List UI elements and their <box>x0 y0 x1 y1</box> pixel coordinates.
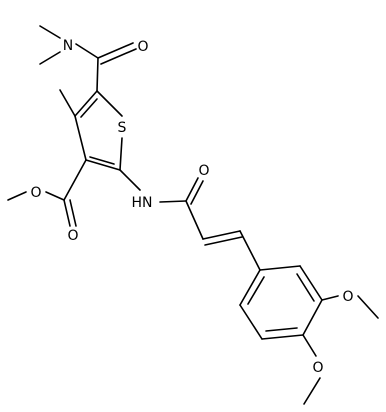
bond-r3-ome3 <box>321 295 339 301</box>
atom-o-ester-carbonyl: O <box>67 228 78 244</box>
atom-s-thiophene: S <box>118 120 127 136</box>
atom-o-amide: O <box>137 39 148 55</box>
bond-c3-c4 <box>74 115 87 161</box>
atom-n-dimethyl: N <box>63 38 73 54</box>
bond-c5-s <box>96 90 123 117</box>
bond-oether-me <box>7 191 27 201</box>
bond-n-amidec <box>75 43 99 59</box>
atom-labels: N O S O O HN O O O <box>30 38 353 376</box>
bond-nme-up <box>39 25 61 39</box>
bond-cb-ring <box>239 230 261 271</box>
atom-o-acryl: O <box>198 163 209 179</box>
bond-c2-c3 <box>85 159 121 171</box>
atom-nh: HN <box>132 195 153 211</box>
bond-r3-r4 <box>302 299 323 336</box>
bond-esterc-o-a <box>63 199 71 227</box>
bond-acryl-co-b <box>190 180 204 205</box>
bond-ome3-me <box>357 295 379 319</box>
bond-ca-cb-b <box>204 236 243 246</box>
bond-esterc-oether <box>45 191 65 201</box>
atom-o-methoxy-4: O <box>312 360 323 376</box>
bond-r6-r1 <box>239 269 261 306</box>
bond-amide-co-a <box>97 42 134 59</box>
bond-r6-r1-inner <box>247 276 265 305</box>
atom-o-ester-ether: O <box>30 185 41 201</box>
bond-r4-ome4 <box>302 334 317 357</box>
bond-esterc-o-b <box>69 199 77 227</box>
bond-ome4-me <box>303 377 321 405</box>
bond-ca-cb-a <box>202 230 241 240</box>
bond-amidec-c5 <box>96 57 99 92</box>
bond-amide-co-b <box>100 48 137 65</box>
bond-r4-r5-inner <box>265 327 298 332</box>
bond-r1-r2 <box>259 265 301 271</box>
bond-c2-c3-inner <box>89 156 115 165</box>
bond-c5-c4-inner <box>80 98 98 118</box>
bond-acryl-co-a <box>185 177 199 202</box>
bond-r2-r3-inner <box>296 273 315 302</box>
bonds <box>7 25 379 405</box>
bond-c2-nh <box>119 169 141 191</box>
bond-nme-down <box>39 51 61 65</box>
bond-r2-r3 <box>299 265 323 301</box>
bond-c4-methyl <box>59 89 76 117</box>
bond-s-c2 <box>119 137 123 171</box>
atom-o-methoxy-3: O <box>342 289 353 305</box>
bond-r5-r6 <box>239 304 263 340</box>
bond-c3-esterc <box>63 159 87 201</box>
bond-nh-acrylc <box>159 200 187 203</box>
bond-c5-c4 <box>74 90 98 117</box>
bond-r4-r5 <box>261 334 304 340</box>
bond-acrylc-ca <box>185 200 204 240</box>
